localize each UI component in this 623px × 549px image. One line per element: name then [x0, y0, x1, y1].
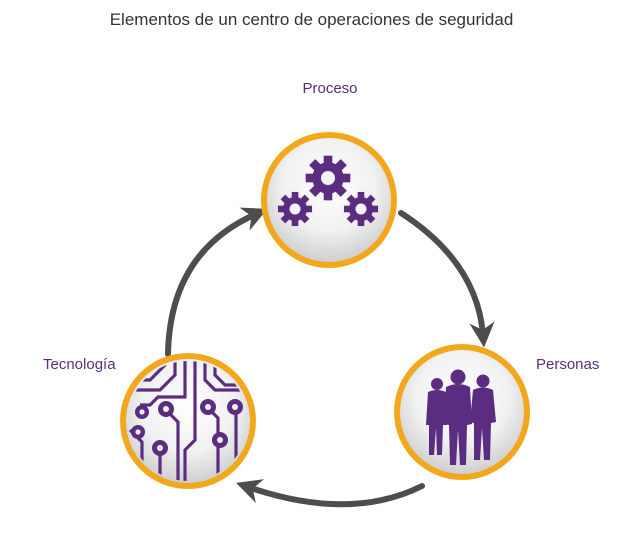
people-icon	[426, 369, 496, 465]
node-personas	[394, 344, 530, 480]
node-label-personas: Personas	[536, 356, 600, 373]
node-tecnologia	[120, 353, 256, 489]
node-label-proceso: Proceso	[302, 80, 358, 97]
node-label-tecnologia: Tecnología	[43, 356, 116, 373]
diagram-title: Elementos de un centro de operaciones de…	[109, 10, 514, 29]
node-proceso	[261, 132, 397, 268]
arrow-proceso-to-personas	[398, 210, 495, 348]
arrow-personas-to-tecnologia	[236, 479, 425, 508]
arrow-tecnologia-to-proceso	[165, 207, 268, 357]
